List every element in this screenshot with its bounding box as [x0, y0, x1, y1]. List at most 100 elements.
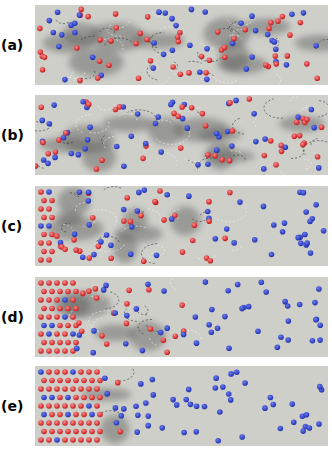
- particle: [94, 295, 100, 301]
- particle: [108, 38, 114, 44]
- particle: [187, 42, 193, 48]
- particle: [46, 280, 52, 286]
- particle: [194, 403, 200, 409]
- particle: [146, 287, 152, 293]
- particle: [89, 429, 95, 435]
- particle: [62, 437, 68, 443]
- particle: [41, 395, 47, 401]
- particle: [46, 297, 52, 303]
- streamline: [91, 296, 103, 300]
- particle: [204, 46, 210, 52]
- particle: [54, 420, 60, 426]
- particle: [253, 139, 259, 145]
- particle: [278, 426, 284, 432]
- particle: [70, 297, 76, 303]
- particle: [74, 346, 80, 352]
- particle: [298, 241, 304, 247]
- particle: [42, 55, 48, 61]
- panel-label: (e): [1, 398, 23, 414]
- particle: [97, 412, 103, 418]
- particle: [225, 288, 231, 294]
- particle: [97, 429, 103, 435]
- particle: [205, 152, 211, 158]
- particle: [38, 420, 44, 426]
- streamline: [230, 247, 242, 251]
- streamline: [68, 72, 85, 78]
- particle: [203, 279, 209, 285]
- particle: [311, 125, 317, 131]
- panel-ground: [35, 186, 328, 266]
- panel-label: (c): [1, 218, 22, 234]
- particle: [54, 403, 60, 409]
- particle: [235, 282, 241, 288]
- particle: [128, 251, 134, 257]
- particle: [54, 386, 60, 392]
- particle: [71, 237, 77, 243]
- particle: [113, 25, 119, 31]
- particle: [153, 121, 159, 127]
- streamline: [231, 151, 242, 153]
- particle: [300, 142, 306, 148]
- particle: [49, 215, 55, 221]
- vortex-shade: [100, 415, 129, 444]
- particle: [205, 209, 211, 215]
- particle: [102, 376, 108, 382]
- particle: [175, 113, 181, 119]
- particle: [73, 340, 79, 346]
- particle: [148, 58, 154, 64]
- particle: [82, 146, 88, 152]
- particle: [78, 403, 84, 409]
- particle: [188, 402, 194, 408]
- particle: [278, 334, 284, 340]
- particle: [46, 189, 52, 195]
- particle: [115, 380, 121, 386]
- streamline: [150, 338, 157, 345]
- particle: [78, 437, 84, 443]
- particle: [38, 280, 44, 286]
- particle: [269, 252, 275, 258]
- particle: [272, 53, 278, 59]
- particle: [145, 281, 151, 287]
- particle: [38, 104, 44, 110]
- vortex-shade: [53, 291, 111, 318]
- streamline: [147, 64, 157, 80]
- particle: [106, 62, 112, 68]
- particle: [104, 232, 110, 238]
- particle: [292, 134, 298, 140]
- particle: [186, 193, 192, 199]
- particle: [285, 337, 291, 343]
- particle: [41, 323, 47, 329]
- particle: [205, 161, 211, 167]
- particle: [168, 102, 174, 108]
- particle: [62, 348, 68, 354]
- particle: [65, 429, 71, 435]
- particle: [73, 247, 79, 253]
- particle: [295, 114, 301, 120]
- particle: [54, 280, 60, 286]
- particle: [38, 223, 44, 229]
- particle: [73, 378, 79, 384]
- particle: [195, 162, 201, 168]
- particle: [174, 402, 180, 408]
- particle: [121, 207, 127, 213]
- particle: [161, 217, 167, 223]
- particle: [169, 16, 175, 22]
- particle: [249, 13, 255, 19]
- particle: [178, 145, 184, 151]
- particle: [78, 420, 84, 426]
- particle: [124, 301, 130, 307]
- particle: [145, 413, 151, 419]
- panel: [35, 274, 328, 358]
- particle: [134, 306, 140, 312]
- particle: [230, 128, 236, 134]
- particle: [170, 397, 176, 403]
- particle: [54, 369, 60, 375]
- streamline: [291, 146, 305, 158]
- particle: [46, 314, 52, 320]
- particle: [81, 378, 87, 384]
- particle: [175, 34, 181, 40]
- particle: [227, 158, 233, 164]
- particle: [57, 289, 63, 295]
- particle: [73, 412, 79, 418]
- particle: [38, 49, 44, 55]
